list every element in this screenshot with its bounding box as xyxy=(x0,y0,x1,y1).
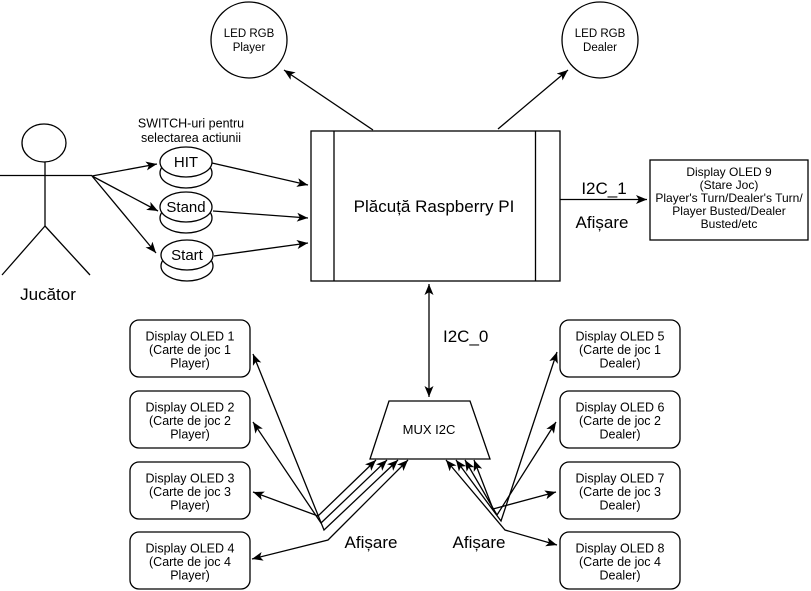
display-oled8-line2: (Carte de joc 4 xyxy=(579,555,661,569)
led-rgb-dealer: LED RGB Dealer xyxy=(561,1,639,79)
display-oled1-box xyxy=(129,319,251,378)
display-oled5-line2: (Carte de joc 1 xyxy=(579,343,661,357)
display-oled8-line1: Display OLED 8 xyxy=(576,542,665,556)
display-oled9-line5: Busted/etc xyxy=(701,217,758,231)
led-rgb-player-line1: LED RGB xyxy=(224,28,275,40)
led-rgb-dealer-line2: Dealer xyxy=(583,42,617,54)
display-oled6-line3: Dealer) xyxy=(600,428,641,442)
display-oled3: Display OLED 3 (Carte de joc 3 Player) xyxy=(129,461,251,520)
display-oled1-line2: (Carte de joc 1 xyxy=(149,343,231,357)
display-oled5-line3: Dealer) xyxy=(600,357,641,371)
display-oled7: Display OLED 7 (Carte de joc 3 Dealer) xyxy=(559,461,681,520)
display-oled5-line1: Display OLED 5 xyxy=(576,330,665,344)
arrow-hit-to-board xyxy=(211,162,309,187)
i2c1-label: I2C_1 xyxy=(581,179,626,198)
display-oled9-line4: Player Busted/Dealer xyxy=(672,204,785,218)
display-oled3-line3: Player) xyxy=(170,499,210,513)
actor-leg-right-line xyxy=(44,225,91,276)
arrow-start-to-board xyxy=(213,240,309,257)
display-oled3-line1: Display OLED 3 xyxy=(146,472,235,486)
display-oled2-line2: (Carte de joc 2 xyxy=(149,414,231,428)
display-oled8-line3: Dealer) xyxy=(600,569,641,583)
display-oled6: Display OLED 6 (Carte de joc 2 Dealer) xyxy=(559,390,681,449)
i2c1-afisare-label: Afișare xyxy=(576,213,629,232)
raspberry-pi-label: Plăcuță Raspberry PI xyxy=(354,197,515,216)
arrow-board-to-led-dealer xyxy=(497,69,569,130)
arrow-actor-to-start xyxy=(91,175,157,254)
actor-figure xyxy=(0,123,92,276)
led-rgb-player: LED RGB Player xyxy=(210,1,288,79)
display-oled1: Display OLED 1 (Carte de joc 1 Player) xyxy=(129,319,251,378)
actor-head-icon xyxy=(21,123,67,163)
led-rgb-dealer-circle xyxy=(561,1,639,79)
afisare-right-label: Afișare xyxy=(453,533,506,552)
display-oled4-line1: Display OLED 4 xyxy=(146,542,235,556)
display-oled6-line2: (Carte de joc 2 xyxy=(579,414,661,428)
display-oled7-line1: Display OLED 7 xyxy=(576,472,665,486)
arrow-actor-to-stand xyxy=(91,175,159,212)
display-oled4-box xyxy=(129,531,251,590)
raspberry-pi-box xyxy=(310,130,561,282)
arrow-actor-to-hit xyxy=(91,161,158,177)
connector-mux-to-oled4 xyxy=(251,459,409,561)
switch-caption-line1: SWITCH-uri pentru xyxy=(138,117,244,131)
display-oled7-line2: (Carte de joc 3 xyxy=(579,485,661,499)
switch-hit-label: HIT xyxy=(174,154,198,171)
i2c0-label: I2C_0 xyxy=(443,327,488,346)
switch-start[interactable]: Start xyxy=(160,239,214,282)
display-oled9-line2: (Stare Joc) xyxy=(700,178,759,192)
display-oled4-line3: Player) xyxy=(170,569,210,583)
switch-start-top xyxy=(160,239,214,271)
switch-stand-label: Stand xyxy=(166,199,205,216)
display-oled1-line3: Player) xyxy=(170,357,210,371)
display-oled6-box xyxy=(559,390,681,449)
led-rgb-dealer-line1: LED RGB xyxy=(575,28,626,40)
display-oled7-line3: Dealer) xyxy=(600,499,641,513)
display-oled2-line1: Display OLED 2 xyxy=(146,401,235,415)
display-oled1-line1: Display OLED 1 xyxy=(146,330,235,344)
display-oled5-box xyxy=(559,319,681,378)
display-oled2: Display OLED 2 (Carte de joc 2 Player) xyxy=(129,390,251,449)
connector-mux-to-oled2 xyxy=(252,421,388,525)
display-oled6-line1: Display OLED 6 xyxy=(576,401,665,415)
raspberry-pi-board: Plăcuță Raspberry PI xyxy=(310,130,561,282)
actor-label: Jucător xyxy=(20,285,76,304)
display-oled2-box xyxy=(129,390,251,449)
display-oled2-line3: Player) xyxy=(170,428,210,442)
afisare-left-label: Afișare xyxy=(345,533,398,552)
display-oled7-box xyxy=(559,461,681,520)
display-oled4-line2: (Carte de joc 4 xyxy=(149,555,231,569)
display-oled8-box xyxy=(559,531,681,590)
display-oled4: Display OLED 4 (Carte de joc 4 Player) xyxy=(129,531,251,590)
mux-i2c: MUX I2C xyxy=(369,400,491,460)
led-rgb-player-line2: Player xyxy=(233,42,266,54)
display-oled9-line1: Display OLED 9 xyxy=(686,165,772,179)
switch-hit-top xyxy=(159,146,213,178)
display-oled3-box xyxy=(129,461,251,520)
display-oled9-line3: Player's Turn/Dealer's Turn/ xyxy=(655,191,803,205)
actor-leg-left-line xyxy=(1,225,46,276)
display-oled5: Display OLED 5 (Carte de joc 1 Dealer) xyxy=(559,319,681,378)
switch-start-label: Start xyxy=(171,247,204,264)
connector-mux-to-oled8 xyxy=(445,459,558,547)
display-oled9-box xyxy=(649,159,809,241)
switch-stand[interactable]: Stand xyxy=(159,191,213,234)
arrow-board-to-led-player xyxy=(283,69,374,131)
switch-stand-top xyxy=(159,191,213,223)
display-oled9: Display OLED 9 (Stare Joc) Player's Turn… xyxy=(649,159,809,241)
display-oled3-line2: (Carte de joc 3 xyxy=(149,485,231,499)
arrow-stand-to-board xyxy=(212,210,309,222)
display-oled8: Display OLED 8 (Carte de joc 4 Dealer) xyxy=(559,531,681,590)
switch-caption-line2: selectarea actiunii xyxy=(141,131,241,145)
led-rgb-player-circle xyxy=(210,1,288,79)
switch-hit[interactable]: HIT xyxy=(159,146,213,189)
mux-i2c-label: MUX I2C xyxy=(403,422,456,437)
